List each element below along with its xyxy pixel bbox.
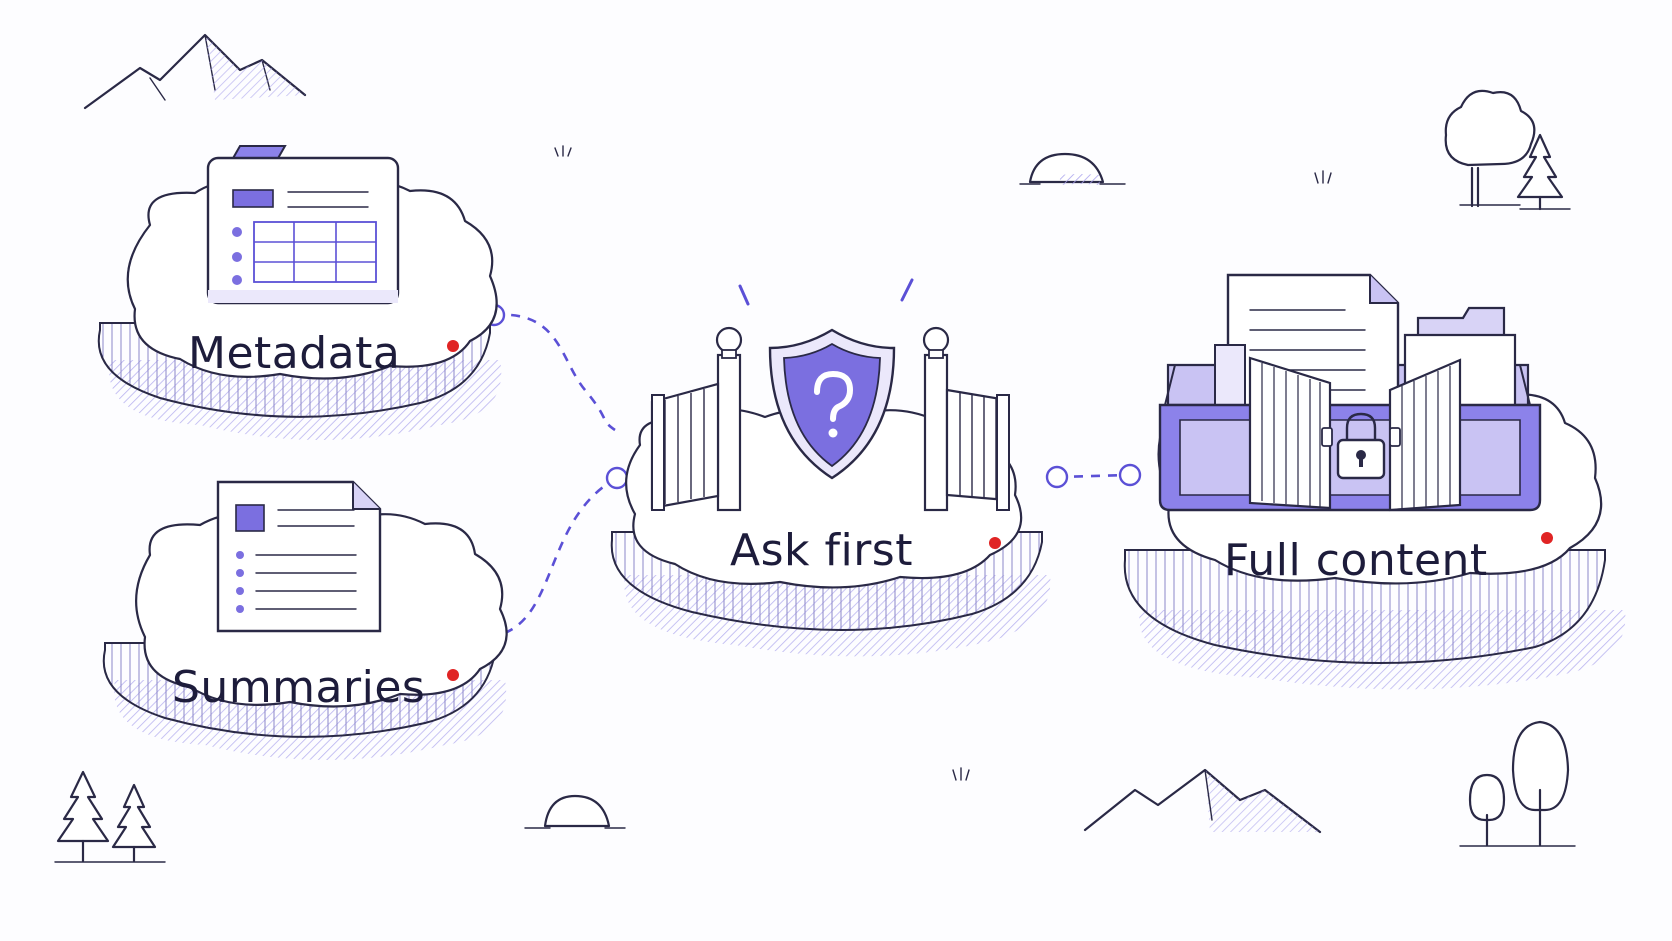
node-summaries: Summaries <box>102 480 508 760</box>
rock-top-center <box>1019 152 1126 185</box>
trees-bottom-right <box>1459 720 1576 847</box>
connector-metadata-to-ask-first <box>482 303 616 432</box>
mountains-top-left <box>83 33 307 110</box>
node-label-ask-first: Ask first <box>730 525 913 576</box>
node-label-full-content: Full content <box>1224 535 1488 586</box>
grass-tuft-2 <box>1314 170 1332 184</box>
node-ask-first: Ask first <box>610 278 1051 657</box>
status-dot <box>989 537 1001 549</box>
status-dot <box>447 340 459 352</box>
grass-tuft-1 <box>554 145 572 157</box>
status-dot <box>1541 532 1553 544</box>
node-label-summaries: Summaries <box>172 662 425 713</box>
locked-box-documents-icon <box>1158 273 1542 512</box>
node-label-metadata: Metadata <box>188 328 400 379</box>
pine-tree-top-right <box>1516 133 1571 211</box>
grass-tuft-3 <box>952 767 970 781</box>
gate-shield-icon <box>650 278 1010 512</box>
rock-bottom-center <box>524 794 626 829</box>
connector-ask-first-to-full-content <box>1045 463 1142 489</box>
node-full-content: Full content <box>1123 273 1626 690</box>
connector-port <box>1118 463 1142 487</box>
connector-port <box>605 466 629 490</box>
connector-port <box>1045 465 1069 489</box>
status-dot <box>447 669 459 681</box>
folder-table-icon <box>206 145 400 305</box>
document-list-icon <box>216 480 382 633</box>
mountains-bottom-center <box>1083 768 1322 834</box>
tree-round-top-right <box>1444 89 1536 208</box>
node-metadata: Metadata <box>97 145 502 440</box>
pine-trees-bottom-left <box>54 770 166 863</box>
